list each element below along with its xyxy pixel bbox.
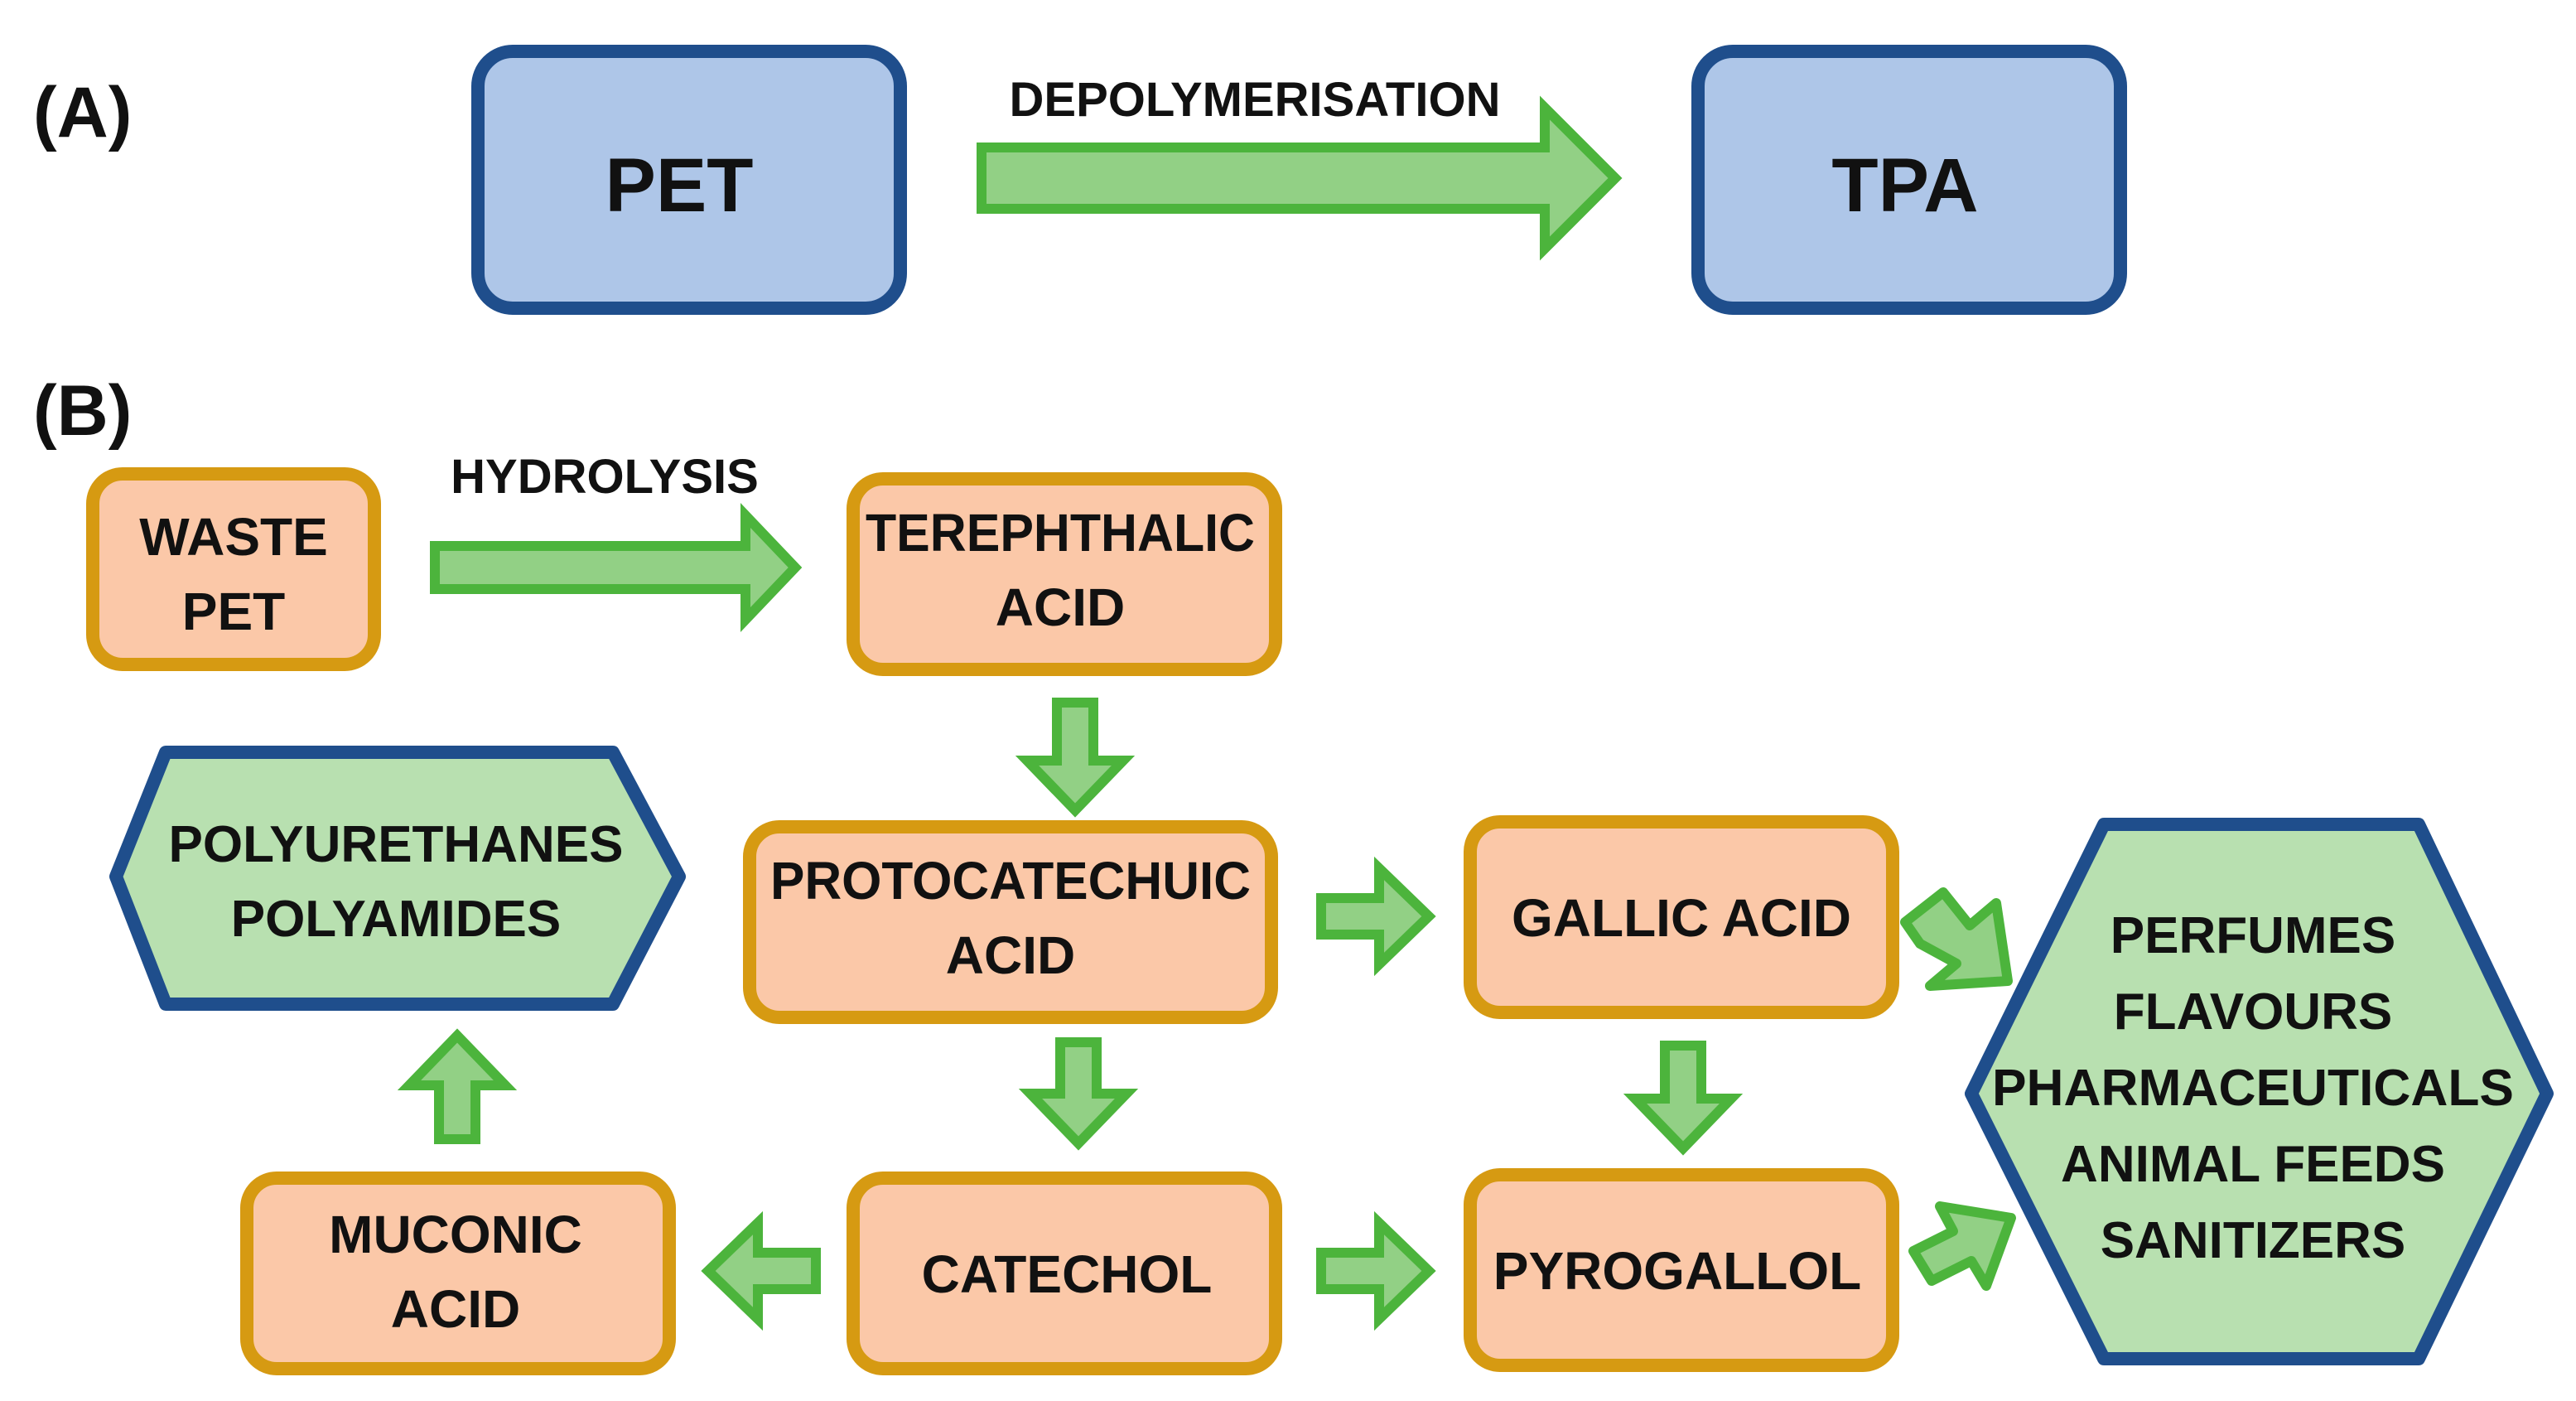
pyrogallol-label: PYROGALLOL [1493,1241,1861,1301]
protocatechuic-acid-label-line1: PROTOCATECHUIC [770,851,1251,911]
tpa-box: TPA [1691,45,2127,315]
products-hexagon: PERFUMES FLAVOURS PHARMACEUTICALS ANIMAL… [1965,818,2554,1365]
pyrogallol-to-products-arrow [1908,1201,2016,1291]
muconic-acid-box: MUCONIC ACID [240,1172,676,1375]
muconic-to-polymers-arrow [397,1028,518,1144]
tpa-box-shape [1691,45,2127,315]
pyrogallol-box-shape [1464,1168,1899,1372]
pet-box-label: PET [605,143,754,228]
waste-pet-box: WASTE PET [86,467,381,671]
terephthalic-acid-label-line2: ACID [996,577,1125,637]
protocatechuic-acid-box-shape [743,820,1278,1024]
protocatechuic-acid-label-line2: ACID [946,925,1075,985]
catechol-box: CATECHOL [847,1172,1282,1375]
gallic-acid-label: GALLIC ACID [1512,888,1851,948]
polymers-hexagon-shape [109,746,686,1011]
protocatechuic-to-gallic-arrow [1316,856,1436,977]
depolymerisation-arrow [977,95,1623,261]
catechol-to-muconic-arrow [701,1210,821,1331]
products-label-line3: PHARMACEUTICALS [1992,1060,2514,1117]
polymers-hexagon: POLYURETHANES POLYAMIDES [109,746,686,1011]
gallic-to-pyrogallol-arrow [1623,1041,1744,1156]
muconic-acid-label-line1: MUCONIC [329,1205,582,1264]
products-label-line2: FLAVOURS [2114,983,2392,1041]
gallic-to-products-arrow [1900,887,2013,991]
hydrolysis-arrow [430,503,803,632]
pet-box-shape [471,45,907,315]
products-hexagon-shape [1965,818,2554,1365]
polymers-label-line1: POLYURETHANES [169,816,624,873]
catechol-box-shape [847,1172,1282,1375]
depolymerisation-label: DEPOLYMERISATION [1010,73,1501,127]
muconic-acid-label-line2: ACID [391,1279,520,1339]
terephthalic-to-protocatechuic-arrow [1015,698,1136,818]
catechol-to-pyrogallol-arrow [1316,1210,1436,1331]
waste-pet-label-line1: WASTE [139,507,328,567]
polymers-label-line2: POLYAMIDES [231,891,562,948]
terephthalic-acid-box-shape [847,472,1282,676]
products-label-line4: ANIMAL FEEDS [2061,1136,2445,1193]
gallic-acid-box-shape [1464,815,1899,1019]
hydrolysis-label: HYDROLYSIS [451,450,759,504]
protocatechuic-to-catechol-arrow [1018,1037,1139,1151]
muconic-acid-box-shape [240,1172,676,1375]
terephthalic-acid-label-line1: TEREPHTHALIC [866,503,1255,563]
tpa-box-label: TPA [1831,143,1978,228]
panel-a-label: (A) [33,73,132,152]
pyrogallol-box: PYROGALLOL [1464,1168,1899,1372]
products-label-line5: SANITIZERS [2101,1212,2406,1269]
products-label-line1: PERFUMES [2110,907,2395,964]
gallic-acid-box: GALLIC ACID [1464,815,1899,1019]
terephthalic-acid-box: TEREPHTHALIC ACID [847,472,1282,676]
waste-pet-box-shape [86,467,381,671]
catechol-label: CATECHOL [922,1244,1213,1304]
protocatechuic-acid-box: PROTOCATECHUIC ACID [743,820,1278,1024]
pet-box: PET [471,45,907,315]
waste-pet-label-line2: PET [182,582,285,641]
panel-b-label: (B) [33,371,132,451]
